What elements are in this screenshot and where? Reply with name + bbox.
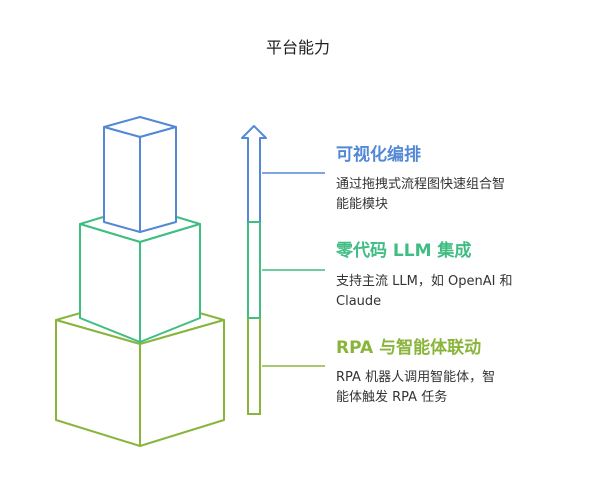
level-3-title: RPA 与智能体联动 — [336, 338, 482, 358]
vertical-arrow — [241, 125, 267, 415]
level-1-title: 可视化编排 — [336, 145, 421, 165]
page-title: 平台能力 — [265, 38, 330, 57]
level-3-desc: RPA 机器人调用智能体，智能体触发 RPA 任务 — [336, 370, 496, 405]
level-2-title: 零代码 LLM 集成 — [336, 241, 472, 261]
level-2-desc: 支持主流 LLM，如 OpenAI 和 Claude — [336, 274, 513, 309]
top-block — [103, 116, 177, 233]
level-1-desc: 通过拖拽式流程图快速组合智能能模块 — [336, 177, 506, 212]
